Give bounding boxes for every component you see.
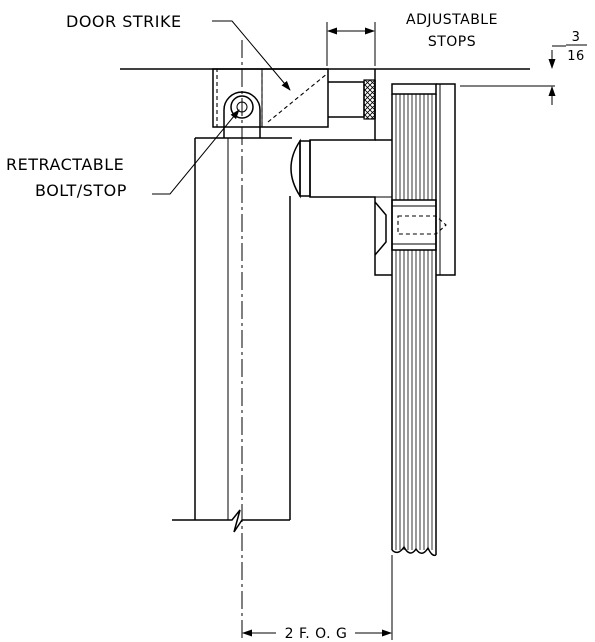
fraction-numerator: 3 xyxy=(572,30,581,45)
door-strike-label: DOOR STRIKE xyxy=(66,12,182,31)
door-strike xyxy=(212,68,329,128)
mounting-bracket xyxy=(309,69,392,276)
door-strike-leader xyxy=(212,20,291,91)
adjustable-stops-label-2: STOPS xyxy=(428,34,476,50)
bumper-stop xyxy=(290,138,311,199)
set-screw xyxy=(391,199,447,251)
retractable-leader xyxy=(152,109,240,195)
retractable-label-2: BOLT/STOP xyxy=(35,181,127,200)
adjustable-stops-label-1: ADJUSTABLE xyxy=(406,12,498,28)
fraction-denominator: 16 xyxy=(567,49,585,64)
fluted-glass-panel xyxy=(391,83,456,557)
dimension-label: 2 F. O. G xyxy=(285,626,348,642)
retractable-label-1: RETRACTABLE xyxy=(6,155,124,174)
adjustable-stop xyxy=(328,79,376,120)
door-frame xyxy=(172,137,292,533)
